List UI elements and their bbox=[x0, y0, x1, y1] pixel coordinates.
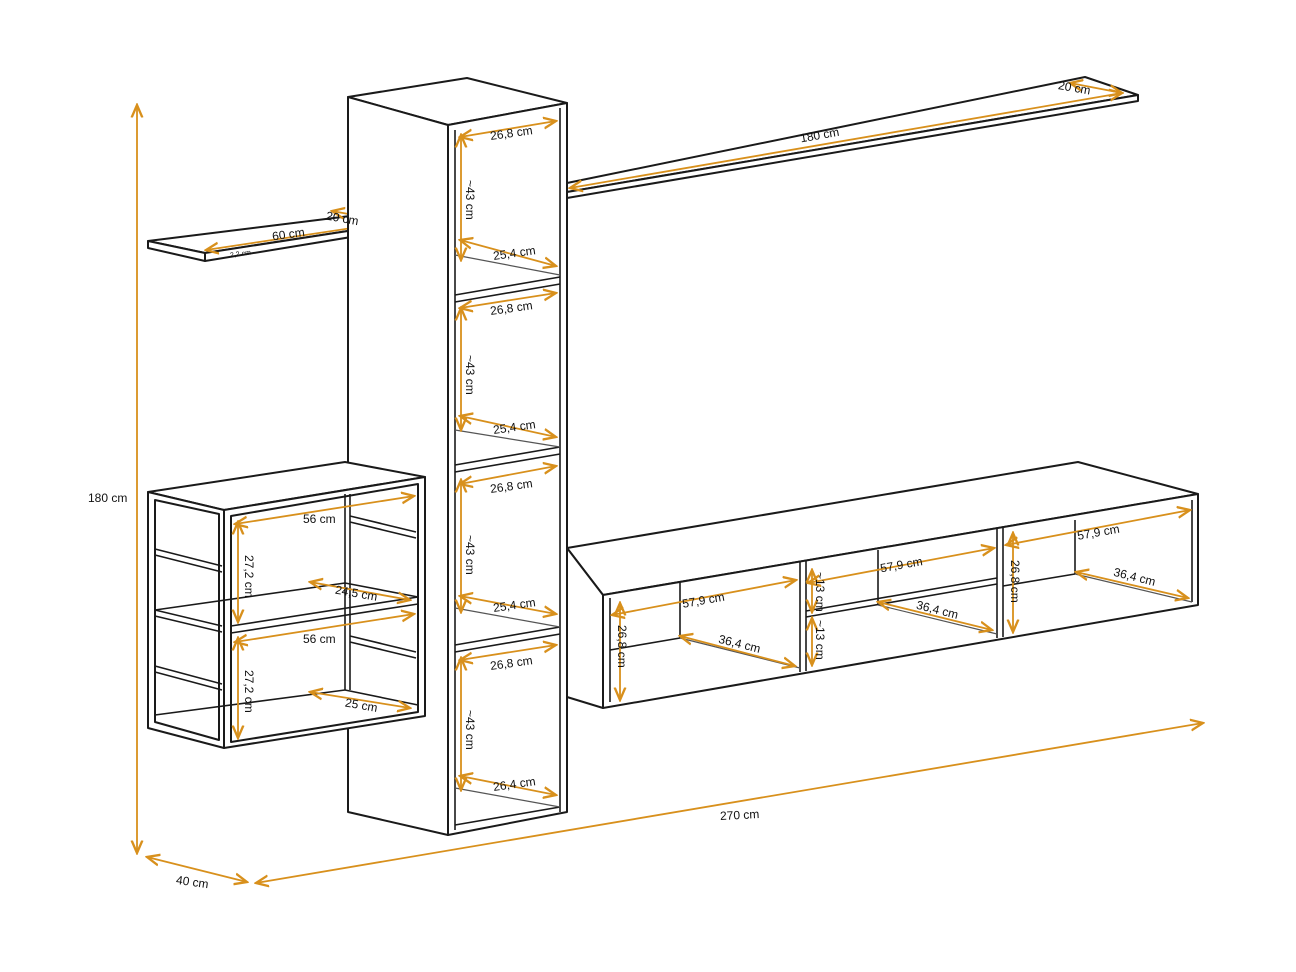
label-column-depth: 26,4 cm bbox=[492, 774, 536, 794]
label-tv-height-lower: ~13 cm bbox=[813, 620, 827, 660]
label-column-depth: 25,4 cm bbox=[492, 243, 536, 263]
open-cabinet bbox=[147, 461, 426, 749]
label-total-width: 270 cm bbox=[720, 807, 760, 823]
label-column-width: 26,8 cm bbox=[489, 653, 533, 673]
overall-dimension-lines bbox=[137, 105, 1203, 883]
label-total-height: 180 cm bbox=[88, 491, 127, 505]
label-cabinet-depth: 25 cm bbox=[344, 696, 379, 715]
label-column-width: 26,8 cm bbox=[489, 123, 533, 143]
label-small-shelf-thickness: 2,2 cm bbox=[230, 249, 252, 259]
label-column-depth: 25,4 cm bbox=[492, 417, 536, 437]
label-cabinet-height: 27,2 cm bbox=[242, 555, 256, 598]
tv-unit bbox=[566, 461, 1199, 709]
label-small-shelf-width: 60 cm bbox=[271, 225, 305, 243]
label-tv-height-upper: ~13 cm bbox=[813, 572, 827, 612]
label-cabinet-height: 27,2 cm bbox=[242, 670, 256, 713]
label-cabinet-width: 56 cm bbox=[303, 632, 336, 646]
label-column-width: 26,8 cm bbox=[489, 298, 533, 318]
label-column-width: 26,8 cm bbox=[489, 476, 533, 496]
label-tv-height: 26,8 cm bbox=[1008, 560, 1022, 603]
label-column-depth: 25,4 cm bbox=[492, 595, 536, 615]
label-column-height: ~43 cm bbox=[463, 355, 477, 395]
label-column-height: ~43 cm bbox=[463, 535, 477, 575]
label-long-shelf-width: 180 cm bbox=[799, 125, 840, 146]
long-wall-shelf bbox=[566, 76, 1139, 199]
label-small-shelf-depth: 20 cm bbox=[325, 209, 360, 228]
label-long-shelf-depth: 20 cm bbox=[1057, 78, 1092, 97]
label-cabinet-width: 56 cm bbox=[303, 512, 336, 526]
label-column-height: ~43 cm bbox=[463, 710, 477, 750]
label-total-depth: 40 cm bbox=[175, 873, 209, 891]
label-column-height: ~43 cm bbox=[463, 180, 477, 220]
label-tv-height: 26,8 cm bbox=[615, 625, 629, 668]
